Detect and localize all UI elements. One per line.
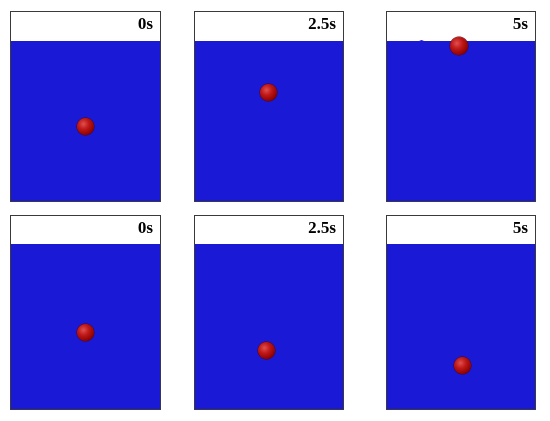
fluid-surface <box>195 244 343 248</box>
fluid-region <box>195 41 343 201</box>
panel-bottom-0s: 0s <box>10 215 161 410</box>
panel-bottom-2.5s: 2.5s <box>194 215 344 410</box>
sphere <box>450 37 468 55</box>
sphere <box>258 342 275 359</box>
time-label: 2.5s <box>308 14 336 33</box>
time-label: 2.5s <box>308 218 336 237</box>
fluid-region <box>387 244 535 409</box>
fluid-surface <box>387 244 535 248</box>
time-label: 5s <box>512 14 528 33</box>
time-label: 5s <box>512 218 528 237</box>
fluid-region <box>387 40 535 201</box>
sphere <box>77 324 94 341</box>
fluid-surface <box>11 41 160 45</box>
sphere <box>454 357 471 374</box>
time-label: 0s <box>137 14 153 33</box>
sphere <box>77 118 94 135</box>
sphere <box>260 84 277 101</box>
fluid-region <box>11 244 160 409</box>
fluid-surface <box>11 244 160 248</box>
fluid-region <box>195 244 343 409</box>
time-label: 0s <box>137 218 153 237</box>
panel-top-2.5s: 2.5s <box>194 11 344 202</box>
fluid-surface <box>195 41 343 45</box>
panel-bottom-5s: 5s <box>386 215 536 410</box>
panel-top-5s: 5s <box>386 11 536 202</box>
panel-top-0s: 0s <box>10 11 161 202</box>
